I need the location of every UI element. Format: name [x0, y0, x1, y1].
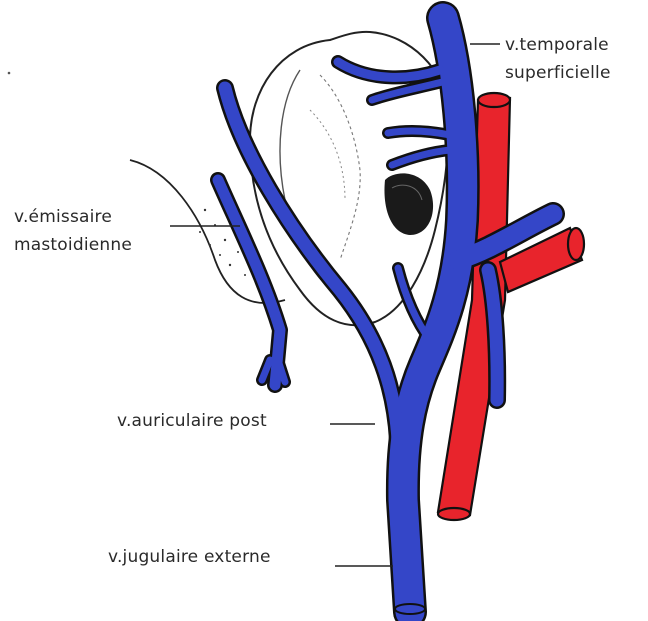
label-temporale-line1: v.temporale	[505, 34, 611, 56]
vein-auricular-tributary-1	[388, 131, 450, 135]
label-emissaire-mastoidienne: v.émissaire mastoidienne	[14, 206, 132, 256]
artery-branch-cap	[568, 228, 584, 260]
label-emissaire-line2: mastoidienne	[14, 234, 132, 256]
label-auriculaire-post: v.auriculaire post	[117, 410, 267, 432]
stray-dot	[8, 72, 11, 75]
artery-top-cap	[478, 93, 510, 107]
label-temporale-line2: superficielle	[505, 62, 611, 84]
label-emissaire-line1: v.émissaire	[14, 206, 132, 228]
label-jugulaire-externe: v.jugulaire externe	[108, 546, 271, 568]
artery-bottom-cap	[438, 508, 470, 520]
vein-bottom-cap	[395, 604, 425, 614]
label-temporale-superficielle: v.temporale superficielle	[505, 34, 611, 84]
